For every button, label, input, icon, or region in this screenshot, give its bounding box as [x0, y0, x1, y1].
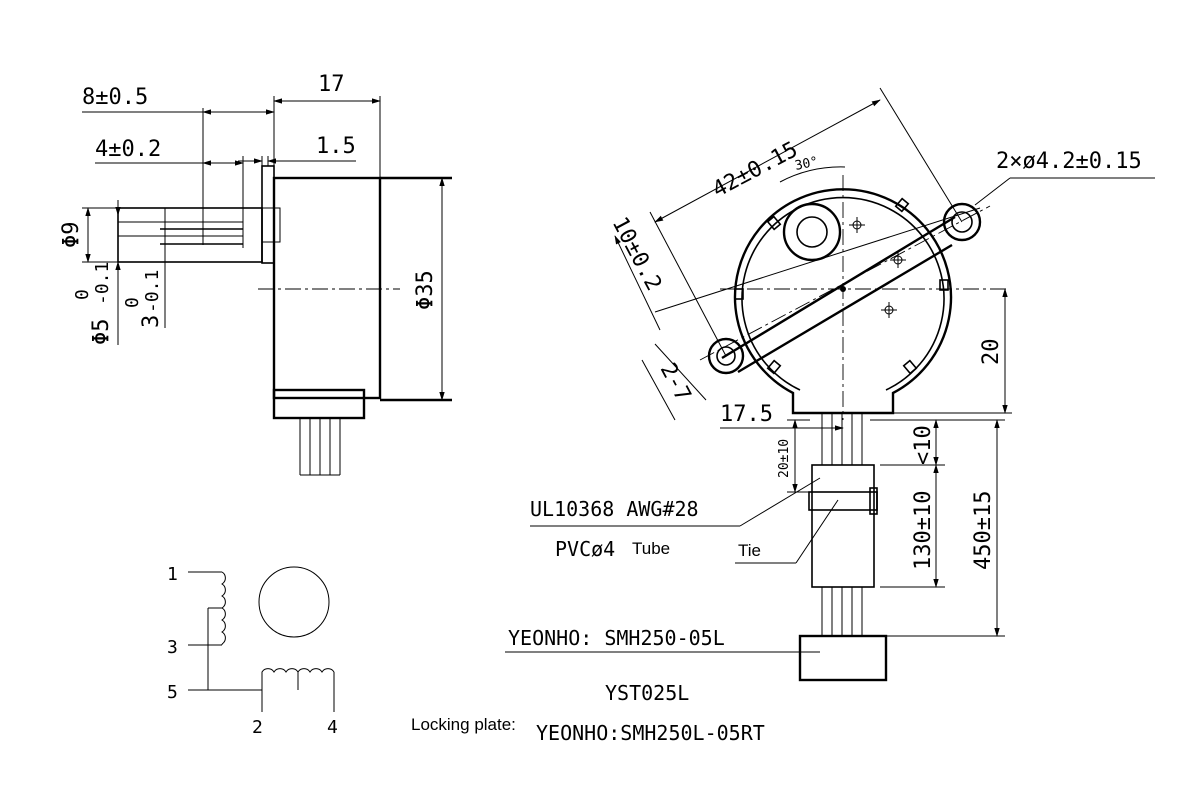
pin-4: 4	[327, 717, 338, 738]
dim-17: 17	[318, 72, 345, 97]
dim-20-10: 20±10	[777, 439, 792, 478]
dim-8: 8±0.5	[82, 85, 148, 110]
dim-42: 42±0.15	[708, 137, 802, 203]
dim-20: 20	[979, 339, 1004, 366]
dim-lt10: <10	[911, 425, 936, 465]
pin-3: 3	[167, 637, 178, 658]
dim-holes: 2×ø4.2±0.15	[996, 149, 1142, 174]
tie-label: Tie	[738, 541, 761, 560]
yst-label: YST025L	[605, 681, 689, 705]
wiring-schematic: 1 3 5 2 4	[167, 564, 338, 738]
pin-5: 5	[167, 682, 178, 703]
dim-450: 450±15	[971, 491, 996, 570]
side-view: 17 8±0.5 4±0.2 1.5	[59, 72, 452, 476]
front-view: 30° 42±0.15 2×ø4.2±0.15 10±0.2 2-7 17.5 …	[607, 87, 1155, 682]
dim-phi5-tol-bot: -0.1	[92, 262, 113, 305]
wire-label: UL10368 AWG#28	[530, 497, 699, 521]
dim-3-tol-top: 0	[122, 297, 143, 308]
dim-2-7: 2-7	[655, 359, 696, 406]
tube-code-label: PVCø4	[555, 537, 615, 561]
dim-17-5: 17.5	[720, 402, 773, 427]
motor-symbol	[258, 566, 330, 638]
labels: UL10368 AWG#28 PVCø4 Tube Tie YEONHO: SM…	[411, 477, 839, 745]
dim-4: 4±0.2	[95, 137, 161, 162]
dim-130: 130±10	[911, 491, 936, 570]
dim-1-5: 1.5	[316, 134, 356, 159]
dim-phi5: Φ5	[89, 319, 114, 346]
connector-label: YEONHO: SMH250-05L	[508, 626, 725, 650]
tube-word-label: Tube	[632, 539, 670, 558]
locking-part-label: YEONHO:SMH250L-05RT	[536, 721, 765, 745]
dim-phi35: Φ35	[413, 270, 438, 310]
dim-phi5-tol-top: 0	[72, 289, 93, 300]
dim-3: 3	[139, 315, 164, 328]
pin-1: 1	[167, 564, 178, 585]
pin-2: 2	[252, 717, 263, 738]
dim-phi9: Φ9	[59, 222, 84, 249]
dim-3-tol-bot: -0.1	[142, 270, 163, 313]
locking-label: Locking plate:	[411, 715, 516, 734]
